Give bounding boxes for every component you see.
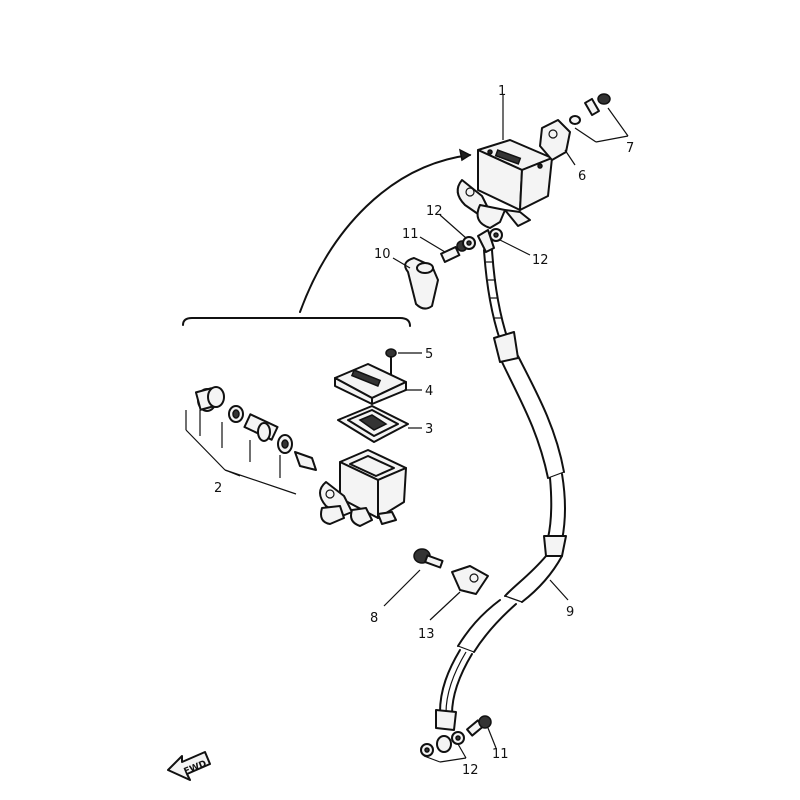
callout-10: 10: [374, 247, 391, 262]
callout-3: 3: [425, 422, 433, 437]
hose-holder-set: [383, 548, 489, 621]
callout-13: 13: [418, 627, 435, 642]
master-cylinder-assembly: [456, 95, 553, 229]
callout-7: 7: [626, 141, 634, 156]
union-bolt-bottom: [420, 715, 497, 763]
forward-direction-marker: FWD: [167, 751, 211, 781]
callout-9: 9: [566, 605, 574, 620]
brake-hose: [435, 229, 569, 731]
arrow-left-icon: [167, 751, 211, 781]
callout-1: 1: [498, 84, 506, 99]
callout-8: 8: [370, 611, 378, 626]
detail-pointer: [299, 148, 472, 313]
callout-2: 2: [214, 481, 222, 496]
callout-5: 5: [425, 347, 433, 362]
union-bolt-top: [392, 214, 531, 310]
piston-kit: [185, 386, 317, 495]
master-cylinder-body: [319, 449, 407, 527]
reservoir-cover-set: [334, 348, 422, 443]
callout-12-top-left: 12: [426, 204, 443, 219]
holder-clamp: [539, 119, 576, 166]
callout-11-bottom: 11: [492, 747, 509, 762]
callout-labels: 1 2 3 4 5 6 7 8 9 10 11 12 12 13 11 12: [214, 84, 634, 778]
callout-12-top-right: 12: [532, 253, 549, 268]
bolt-set-7: [569, 93, 629, 143]
callout-6: 6: [578, 169, 586, 184]
callout-12-bottom: 12: [462, 763, 479, 778]
callout-4: 4: [425, 384, 433, 399]
callout-11-top: 11: [402, 227, 419, 242]
detail-bracket: [182, 317, 411, 327]
